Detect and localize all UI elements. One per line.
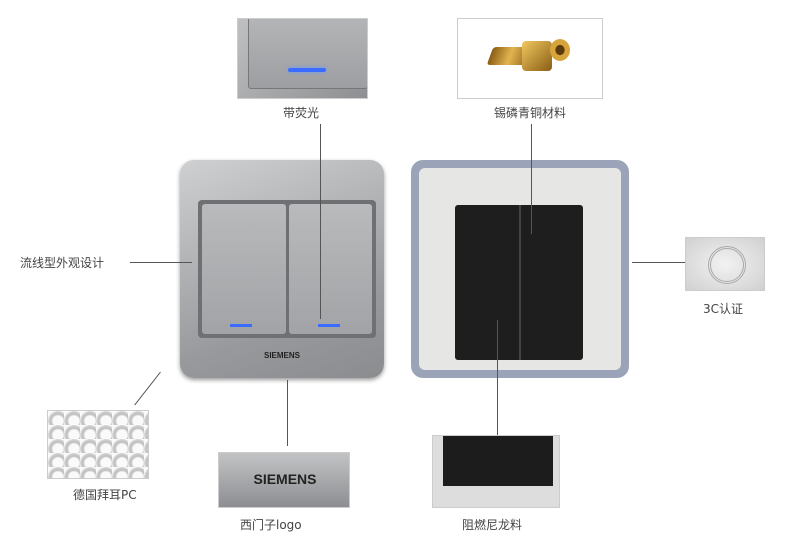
- rocker-left[interactable]: [202, 204, 286, 334]
- logo-inset: SIEMENS: [218, 452, 350, 508]
- switch-front: SIEMENS: [180, 160, 384, 378]
- logo-text: SIEMENS: [253, 471, 317, 487]
- led-right: [318, 324, 340, 327]
- nylon-inset: [432, 435, 560, 508]
- led-left: [230, 324, 252, 327]
- label-design: 流线型外观设计: [20, 256, 105, 270]
- label-nylon: 阻燃尼龙料: [462, 518, 523, 532]
- brand-logo: SIEMENS: [263, 351, 300, 360]
- fluorescent-inset: [237, 18, 368, 99]
- label-material: 锡磷青铜材料: [494, 106, 567, 120]
- rocker-right[interactable]: [289, 204, 372, 334]
- switch-back: [411, 160, 629, 378]
- cert-inset: [685, 237, 765, 291]
- pc-inset: [47, 410, 149, 479]
- label-logo: 西门子logo: [240, 518, 302, 532]
- label-fluorescent: 带荧光: [283, 106, 320, 120]
- brass-inset: [457, 18, 603, 99]
- label-cert: 3C认证: [703, 302, 744, 316]
- label-pc: 德国拜耳PC: [73, 488, 137, 502]
- led-indicator: [288, 68, 326, 72]
